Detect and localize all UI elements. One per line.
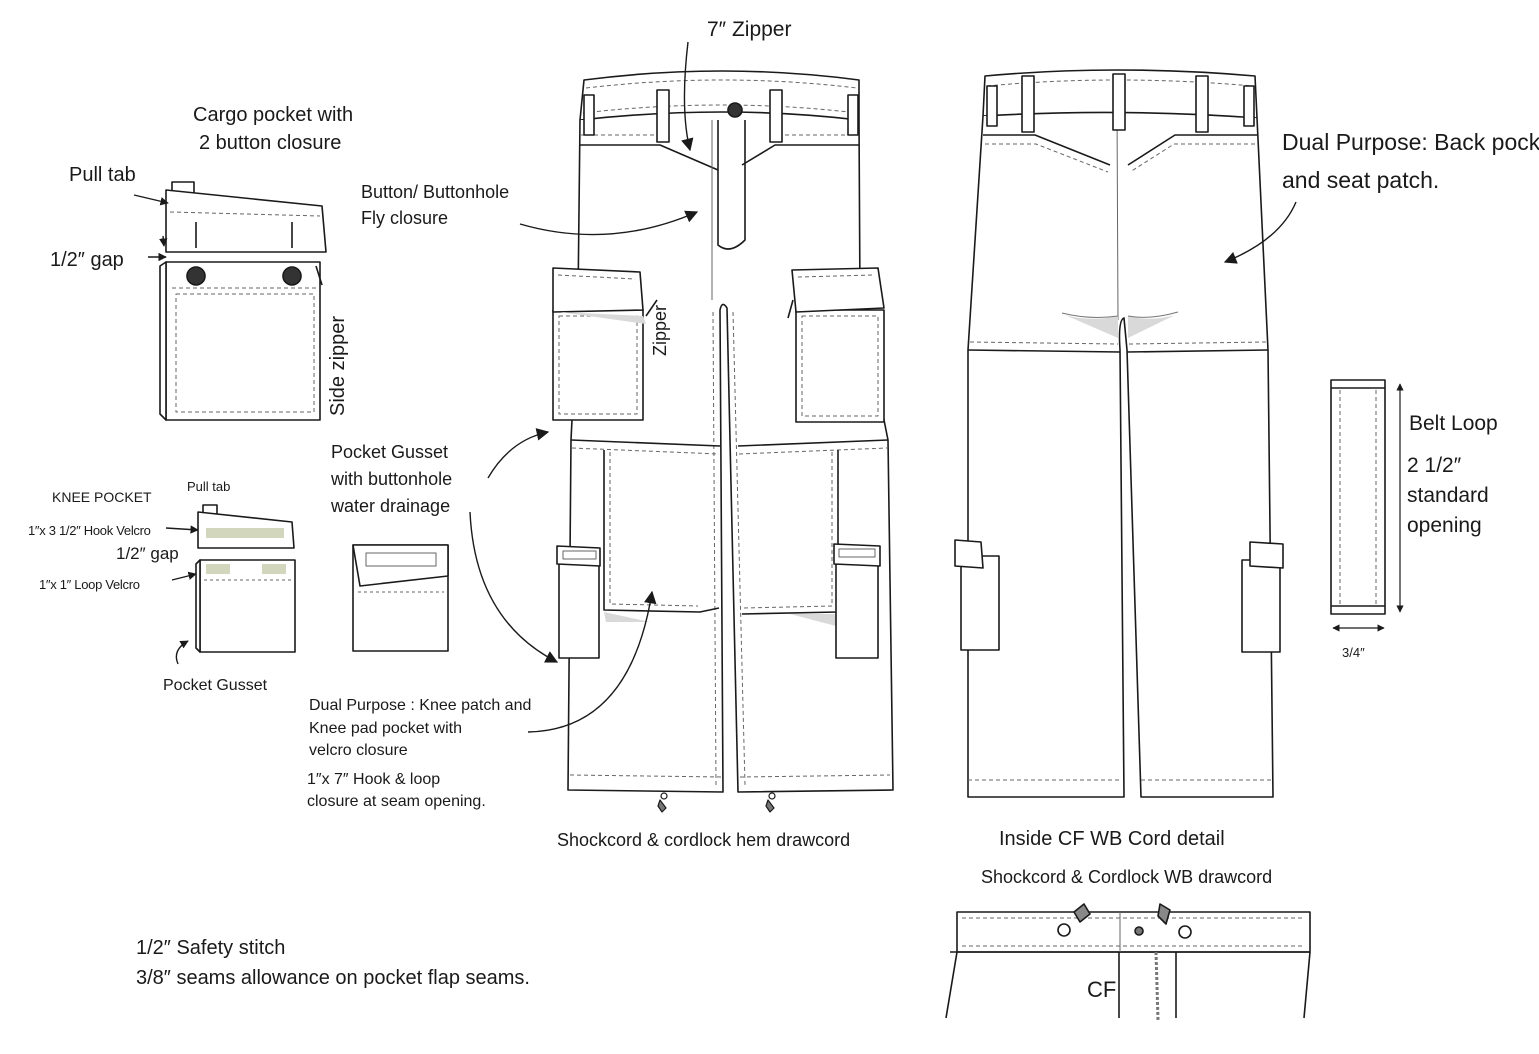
loop-velcro-label: 1″x 1″ Loop Velcro — [39, 577, 140, 592]
waistband-cord-detail — [945, 903, 1311, 1021]
fly-closure-label-line1: Button/ Buttonhole — [361, 182, 510, 202]
knee-patch-label-line5: closure at seam opening. — [307, 793, 486, 810]
wb-drawcord-label: Shockcord & Cordlock WB drawcord — [981, 867, 1273, 887]
knee-patch-label-line4: 1″x 7″ Hook & loop — [307, 771, 441, 788]
belt-loop-label: Belt Loop — [1409, 412, 1498, 435]
belt-opening-label-line3: opening — [1407, 514, 1482, 537]
cargo-pocket-label-line2: 2 button closure — [199, 132, 342, 154]
knee-patch-label-line2: Knee pad pocket with — [309, 720, 462, 737]
side-zipper-label: Side zipper — [327, 315, 349, 416]
hook-velcro-label: 1″x 3 1/2″ Hook Velcro — [28, 523, 151, 538]
knee-pocket-label: KNEE POCKET — [52, 489, 152, 505]
belt-opening-label-line2: standard — [1407, 484, 1489, 507]
belt-width-label: 3/4″ — [1342, 645, 1365, 660]
back-pants-sketch — [954, 69, 1284, 798]
knee-pocket-detail — [195, 504, 449, 653]
pocket-gusset-label: Pocket Gusset — [163, 677, 268, 694]
callout-arrows — [133, 41, 1297, 733]
half-gap-small-label: 1/2″ gap — [116, 544, 179, 563]
cargo-pocket-label-line1: Cargo pocket with — [193, 104, 354, 126]
gusset-label-line3: water drainage — [331, 496, 451, 516]
gusset-label-line1: Pocket Gusset — [331, 442, 449, 462]
zipper-label: Zipper — [650, 304, 670, 356]
belt-loop-detail — [1330, 379, 1404, 632]
fly-closure-label-line2: Fly closure — [361, 208, 449, 228]
pull-tab-small-label: Pull tab — [187, 479, 231, 494]
zipper-7-label: 7″ Zipper — [707, 18, 792, 41]
gusset-label-line2: with buttonhole — [331, 469, 453, 489]
back-pocket-label-line2: and seat patch. — [1282, 167, 1440, 193]
safety-stitch-note: 1/2″ Safety stitch — [136, 937, 286, 959]
seam-allowance-note: 3/8″ seams allowance on pocket flap seam… — [136, 967, 530, 989]
cord-detail-label: Inside CF WB Cord detail — [999, 828, 1225, 850]
pull-tab-label: Pull tab — [69, 164, 136, 186]
knee-patch-label-line1: Dual Purpose : Knee patch and — [309, 697, 532, 714]
back-pocket-label-line1: Dual Purpose: Back pocket — [1282, 129, 1539, 155]
hem-drawcord-label: Shockcord & cordlock hem drawcord — [557, 830, 851, 850]
half-gap-label: 1/2″ gap — [50, 249, 124, 271]
knee-patch-label-line3: velcro closure — [309, 742, 408, 759]
cargo-pocket-detail — [159, 181, 327, 421]
cf-label: CF — [1087, 977, 1117, 1002]
front-pants-sketch — [552, 70, 894, 813]
belt-opening-label-line1: 2 1/2″ — [1407, 454, 1462, 477]
